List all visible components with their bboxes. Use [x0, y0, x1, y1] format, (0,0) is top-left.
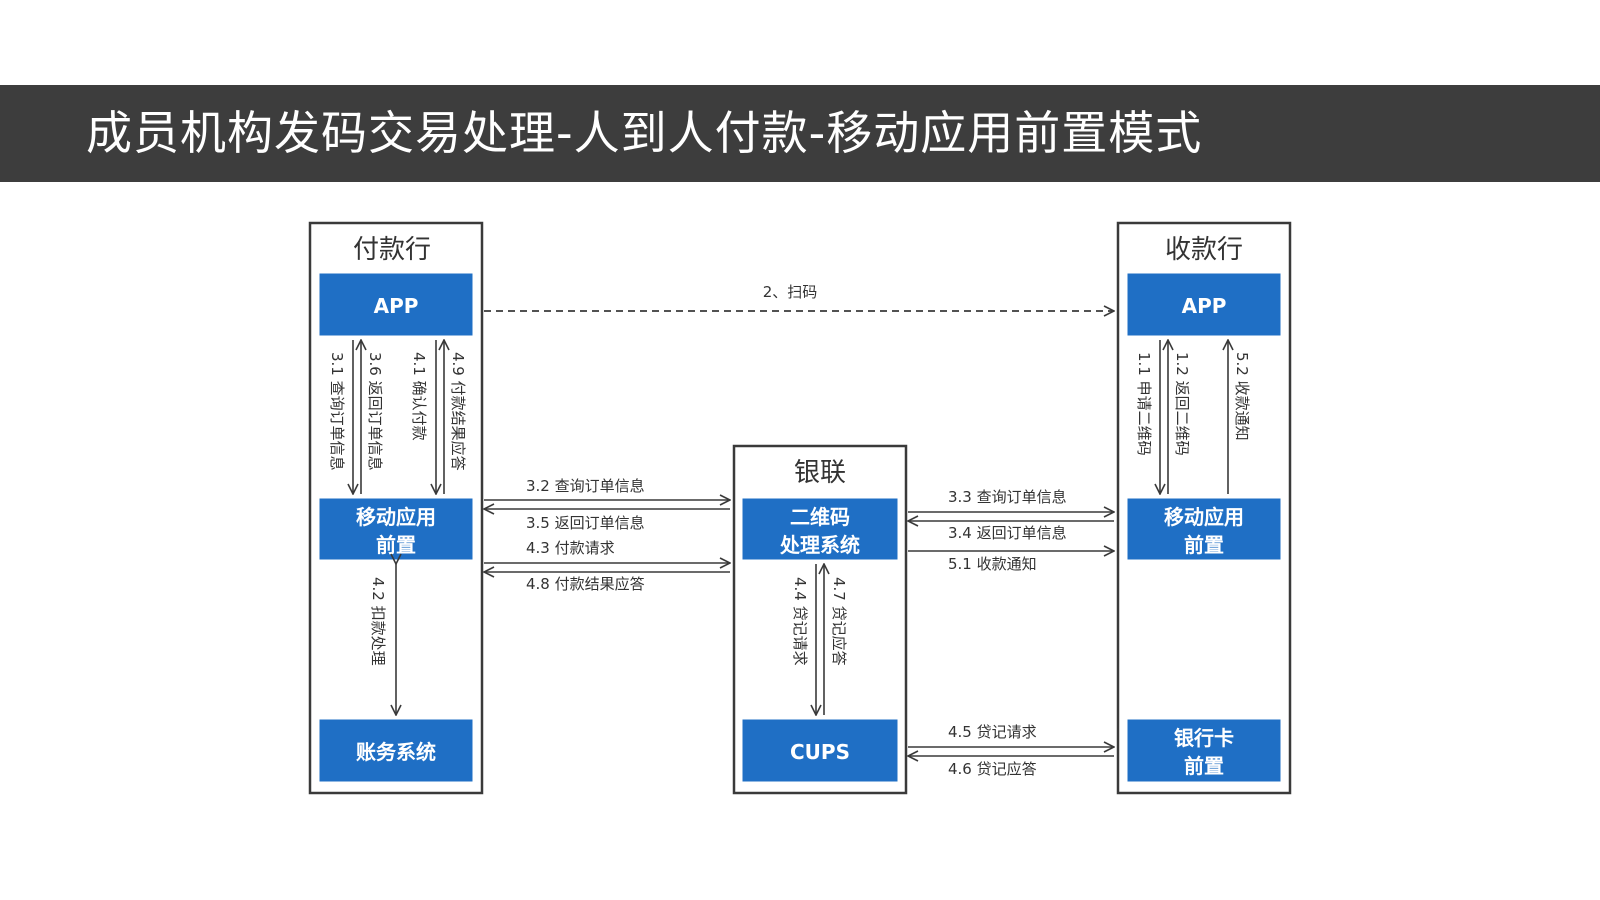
- node-payer-app: APP: [318, 272, 474, 337]
- title-bar: 成员机构发码交易处理-人到人付款-移动应用前置模式: [0, 85, 1600, 182]
- label-4-1: 4.1 确认付款: [410, 352, 428, 441]
- page-title: 成员机构发码交易处理-人到人付款-移动应用前置模式: [86, 106, 1203, 160]
- node-payer-account-label: 账务系统: [356, 740, 436, 764]
- node-payee-app-label: APP: [1182, 294, 1227, 318]
- label-5-2: 5.2 收款通知: [1233, 352, 1251, 441]
- label-3-5: 3.5 返回订单信息: [526, 514, 645, 532]
- node-payee-front-line1: 移动应用: [1164, 505, 1244, 529]
- label-3-3: 3.3 查询订单信息: [948, 488, 1067, 506]
- label-scan: 2、扫码: [763, 283, 818, 301]
- node-payer-front-line2: 前置: [376, 533, 416, 557]
- node-payee-app: APP: [1126, 272, 1282, 337]
- node-payer-app-label: APP: [374, 294, 419, 318]
- label-3-4: 3.4 返回订单信息: [948, 524, 1067, 542]
- label-4-5: 4.5 贷记请求: [948, 723, 1037, 741]
- label-3-1: 3.1 查询订单信息: [328, 352, 346, 471]
- label-1-1: 1.1 申请二维码: [1135, 352, 1153, 456]
- node-cups: CUPS: [741, 718, 899, 783]
- label-4-3: 4.3 付款请求: [526, 539, 615, 557]
- label-4-2: 4.2 扣款处理: [369, 577, 387, 666]
- label-4-7: 4.7 贷记应答: [830, 577, 848, 666]
- node-payer-account: 账务系统: [318, 718, 474, 783]
- panel-unionpay-title: 银联: [794, 458, 846, 488]
- panel-payer-title: 付款行: [353, 235, 431, 265]
- label-4-6: 4.6 贷记应答: [948, 760, 1037, 778]
- node-payee-front: 移动应用 前置: [1126, 497, 1282, 561]
- node-payer-front-line1: 移动应用: [356, 505, 436, 529]
- node-payee-front-line2: 前置: [1184, 533, 1224, 557]
- label-4-9: 4.9 付款结果应答: [449, 352, 467, 471]
- node-qr-system-line2: 处理系统: [779, 533, 860, 557]
- label-3-2: 3.2 查询订单信息: [526, 477, 645, 495]
- panel-payee-title: 收款行: [1165, 235, 1243, 265]
- node-payee-card-line1: 银行卡: [1174, 726, 1234, 750]
- node-payee-card-line2: 前置: [1184, 754, 1224, 778]
- label-3-6: 3.6 返回订单信息: [366, 352, 384, 471]
- label-4-8: 4.8 付款结果应答: [526, 575, 645, 593]
- label-4-4: 4.4 贷记请求: [791, 577, 809, 666]
- label-1-2: 1.2 返回二维码: [1173, 352, 1191, 456]
- label-5-1: 5.1 收款通知: [948, 555, 1037, 573]
- node-payer-front: 移动应用 前置: [318, 497, 474, 561]
- node-qr-system-line1: 二维码: [790, 505, 850, 529]
- node-cups-label: CUPS: [790, 740, 850, 764]
- node-qr-system: 二维码 处理系统: [741, 497, 899, 561]
- node-payee-card: 银行卡 前置: [1126, 718, 1282, 783]
